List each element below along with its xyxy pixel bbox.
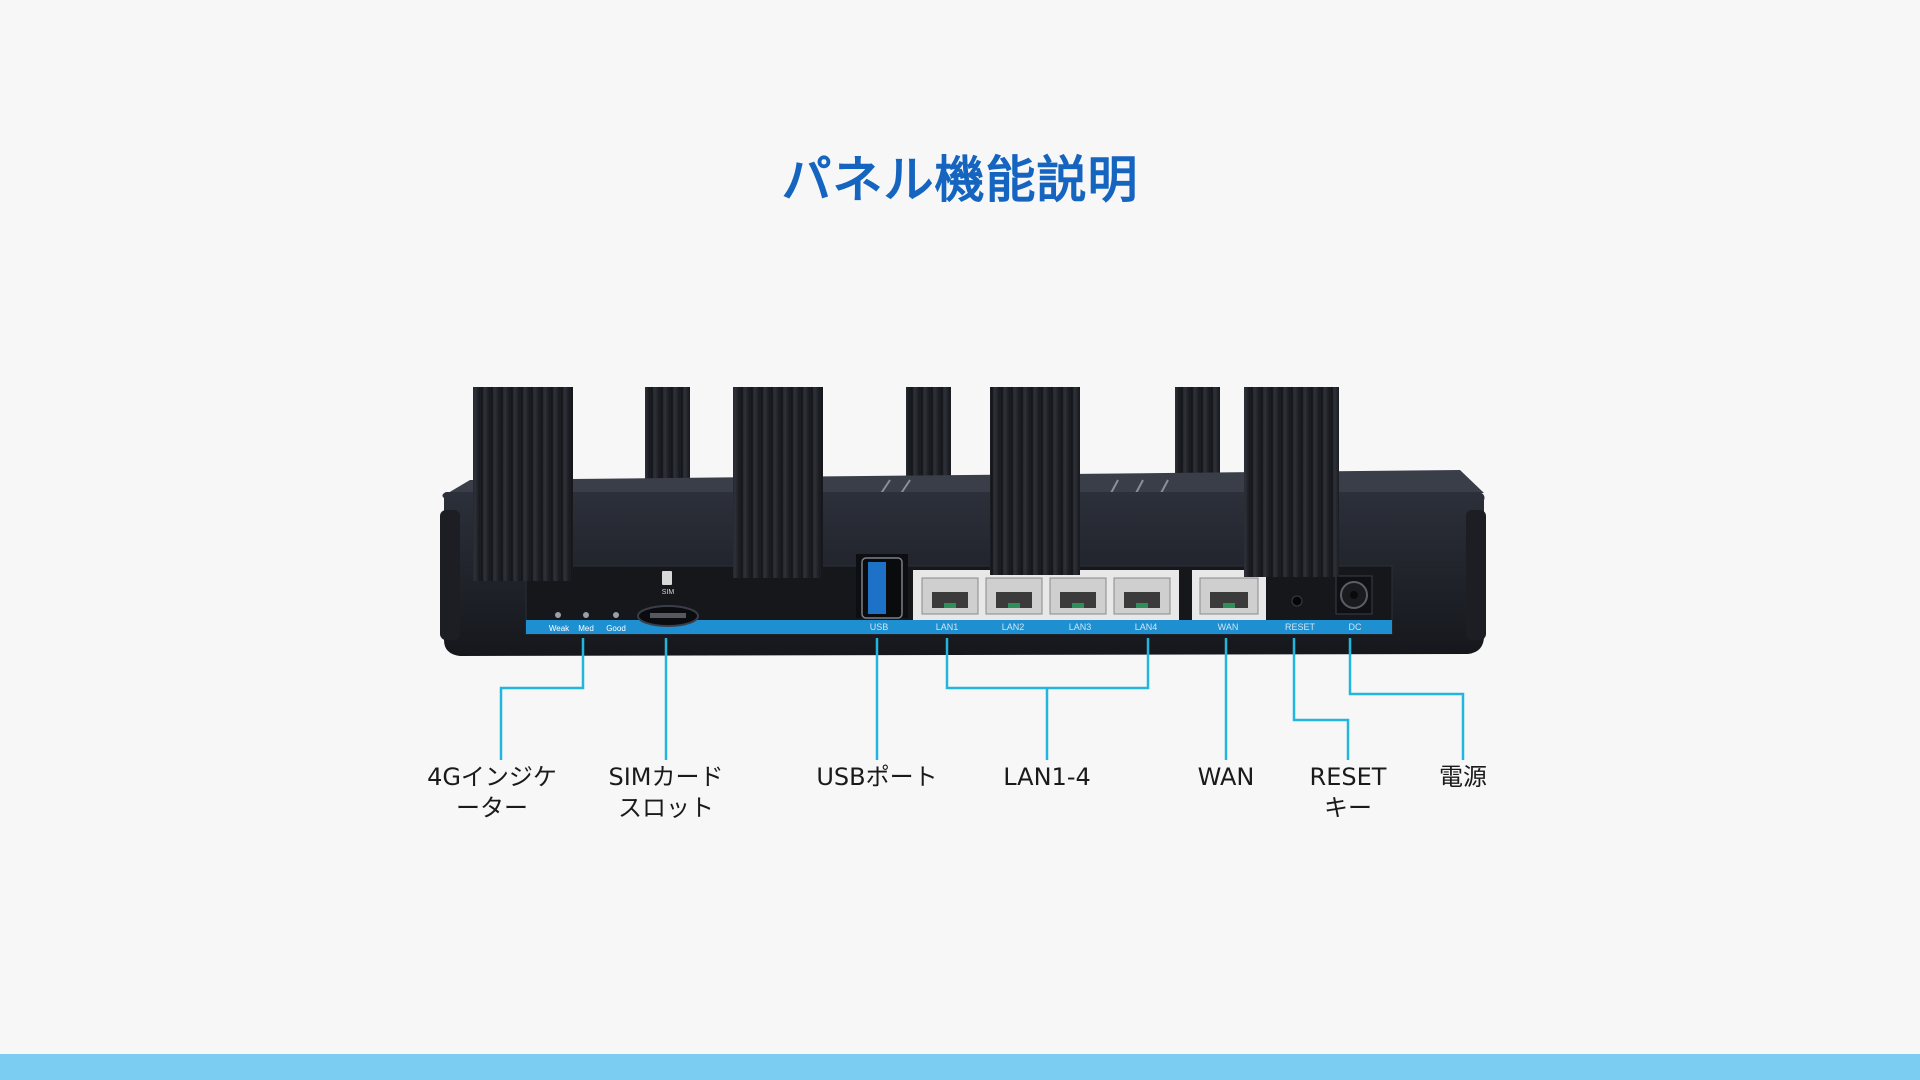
led-indicators: Weak Med Good	[549, 612, 626, 633]
lan1-label: LAN1	[936, 622, 959, 632]
antenna-2	[733, 387, 823, 578]
lan4-label: LAN4	[1135, 622, 1158, 632]
callout-sim-slot: SIMカード スロット	[608, 763, 724, 822]
bottom-accent-bar	[0, 1054, 1920, 1080]
antenna-1	[473, 387, 573, 581]
led-label-good: Good	[606, 624, 626, 633]
dc-label: DC	[1349, 622, 1362, 632]
usb-port[interactable]: USB	[856, 554, 908, 632]
led-label-weak: Weak	[549, 624, 570, 633]
page-title: パネル機能説明	[781, 151, 1139, 209]
led-med	[583, 612, 589, 618]
reset-label: RESET	[1285, 622, 1316, 632]
led-good	[613, 612, 619, 618]
led-weak	[555, 612, 561, 618]
sim-card-icon	[662, 571, 672, 585]
callout-4g-indicator: 4Gインジケ ーター	[427, 763, 557, 822]
line-reset	[1292, 638, 1350, 760]
label-strip	[526, 620, 1392, 634]
sim-slot[interactable]: SIM	[637, 571, 699, 627]
usb-port-label: USB	[870, 622, 889, 632]
lan3-label: LAN3	[1069, 622, 1092, 632]
callout-lan: LAN1-4	[1003, 763, 1091, 791]
lan1-port[interactable]	[921, 577, 979, 615]
line-dc	[1348, 638, 1465, 760]
wan-port[interactable]: WAN	[1192, 570, 1266, 632]
lan4-port[interactable]	[1113, 577, 1171, 615]
sim-label: SIM	[662, 589, 675, 596]
callout-reset-key: RESET キー	[1309, 763, 1387, 822]
lan2-port[interactable]	[985, 577, 1043, 615]
front-antennas	[473, 387, 1339, 581]
line-4g-indicator	[499, 638, 585, 760]
callout-power: 電源	[1439, 763, 1487, 791]
lan-ports[interactable]: LAN1 LAN2 LAN3 LAN4	[921, 577, 1171, 632]
lan3-port[interactable]	[1049, 577, 1107, 615]
wan-label: WAN	[1218, 622, 1239, 632]
antenna-4	[1244, 387, 1339, 577]
callout-usb-port: USBポート	[816, 763, 938, 791]
router-top-plate	[448, 470, 1484, 493]
callout-wan: WAN	[1197, 763, 1255, 791]
antenna-3	[990, 387, 1080, 575]
led-label-med: Med	[578, 624, 594, 633]
dc-power-jack[interactable]: DC	[1335, 575, 1373, 632]
reset-button[interactable]: RESET	[1285, 595, 1316, 632]
lan2-label: LAN2	[1002, 622, 1025, 632]
callout-lines	[499, 638, 1465, 760]
